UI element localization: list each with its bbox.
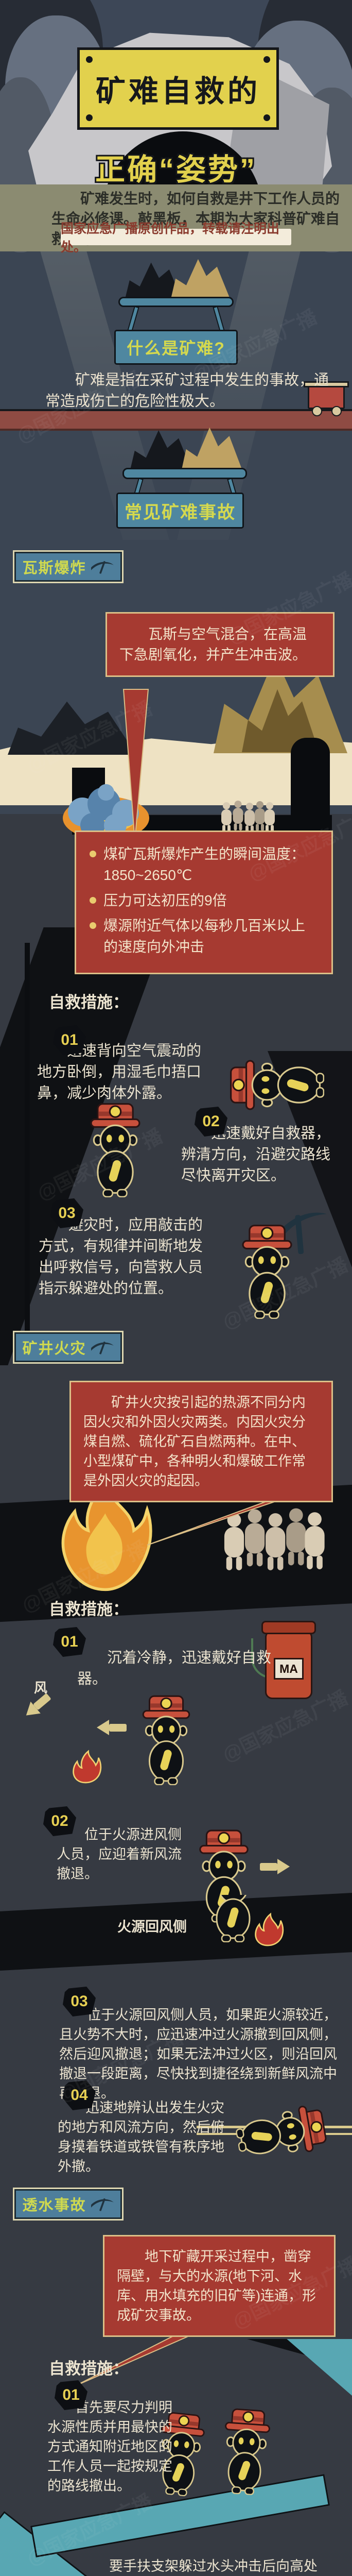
common-accidents-sign: 常见矿难事故 <box>116 493 244 529</box>
miner-knocking-icon <box>234 1220 300 1319</box>
tunnel-edge <box>25 943 30 1334</box>
step-text-continued: 要手扶支架躲过水头冲击后向高处走，进入上一个水平位，然后出井。 <box>109 2558 318 2574</box>
sign-hanger <box>127 306 139 332</box>
gas-callout: 瓦斯与空气混合，在高温下急剧氧化，并产生冲击波。 <box>105 612 335 677</box>
mine-shaft-right <box>291 738 330 835</box>
step-number-badge: 01 <box>53 1025 86 1055</box>
step-text: 避灾时，应用敲击的方式，有规律并间断地发出呼救信号，向营救人员指示躲避处的位置。 <box>39 1217 203 1297</box>
tag-gas-explosion: 瓦斯爆炸 <box>13 550 124 583</box>
step-text: 迅速背向空气震动的地方卧倒，用湿毛巾捂口鼻，减少肉体外露。 <box>37 1043 202 1101</box>
pickaxe-icon <box>91 1339 114 1355</box>
sign-hanger <box>213 306 225 332</box>
cart-tray <box>122 468 247 479</box>
step-text: 迅速地辨认出发生火灾的地方和风流方向，然后俯身摸着铁道或铁管有秩序地外撤。 <box>58 2100 224 2174</box>
self-rescuer-label: MA <box>274 1658 304 1680</box>
step-number-badge: 02 <box>43 1806 76 1836</box>
pickaxe-icon <box>91 558 114 575</box>
return-air-side-label: 火源回风侧 <box>117 1919 187 1935</box>
mine-cart-top <box>304 381 349 387</box>
ore-mound-icon <box>171 259 230 299</box>
fact-item: 煤矿瓦斯爆炸产生的瞬间温度：1850~2650℃ <box>90 843 318 886</box>
step-text: 迅速戴好自救器，辨清方向，沿避灾路线尽快离开灾区。 <box>181 1125 331 1184</box>
callout-pointer <box>122 689 149 841</box>
page-title-line1: 矿难自救的 <box>95 75 260 108</box>
cart-wheel <box>331 406 342 416</box>
miner-running-icon <box>213 2403 279 2497</box>
rescue-measures-label: 自救措施： <box>49 1600 129 1618</box>
step-text: 位于火源进风侧人员，应迎着新风流撤退。 <box>57 1827 182 1882</box>
small-fire-icon <box>68 1748 105 1785</box>
rescue-measures-label: 自救措施： <box>49 2360 129 2378</box>
self-rescuer-cap <box>261 1621 316 1634</box>
step-text: 位于火源回风侧人员，如果距火源较近，且火势不大时，应迅速冲过火源撤到回风侧，然后… <box>59 2007 337 2101</box>
title-plaque: 矿难自救的 <box>77 47 279 130</box>
miner-walking-left-icon <box>135 1691 198 1785</box>
tag-mine-fire: 矿井火灾 <box>13 1331 124 1364</box>
water-callout: 地下矿藏开采过程中，凿穿隔壁，与大的水源(地下河、水库、用水填充的旧矿等)连通，… <box>103 2235 336 2337</box>
cart-tray <box>118 297 234 307</box>
tag-water-inrush: 透水事故 <box>13 2188 124 2221</box>
fact-item: 爆源附近气体以每秒几百米以上的速度向外冲击 <box>90 915 318 957</box>
what-is-sign-text: 什么是矿难? <box>127 339 225 358</box>
wind-label: 风 <box>34 1680 48 1696</box>
what-is-sign: 什么是矿难? <box>114 330 238 365</box>
common-accidents-title: 常见矿难事故 <box>125 502 236 522</box>
credit-text: 国家应急广播原创作品，转载请注明出处。 <box>61 222 280 255</box>
fact-item: 压力可达初压的9倍 <box>90 890 318 911</box>
miner-lying-icon <box>225 1052 324 1118</box>
gas-facts-box: 煤矿瓦斯爆炸产生的瞬间温度：1850~2650℃ 压力可达初压的9倍 爆源附近气… <box>75 831 333 974</box>
retreat-arrow-right-icon <box>260 1859 290 1874</box>
miner-standing-icon <box>82 1098 148 1197</box>
credit-banner: 国家应急广播原创作品，转载请注明出处。 <box>61 222 291 255</box>
step-text: 沉着冷静，迅速戴好自救器。 <box>77 1650 272 1687</box>
rail-band <box>0 409 352 431</box>
fire-callout: 矿井火灾按引起的热源不同分内因火灾和外因火灾两类。内因火灾分煤自燃、硫化矿石自燃… <box>69 1381 333 1502</box>
pickaxe-icon <box>91 2196 114 2212</box>
cart-wheel <box>312 406 322 416</box>
small-fire-icon <box>250 1910 287 1947</box>
retreat-arrow-left-icon <box>97 1720 127 1735</box>
what-is-description: 矿难是指在采矿过程中发生的事故，通常造成伤亡的危险性极大。 <box>45 372 329 410</box>
rescue-measures-label: 自救措施： <box>49 993 129 1011</box>
trapped-people-icons <box>170 802 283 833</box>
page-title-line2: 正确“姿势” <box>95 153 257 187</box>
step-text: 首先要尽力判明水源性质并用最快的方式通知附近地区的工作人员一起按规定的路线撤出。 <box>47 2400 172 2494</box>
